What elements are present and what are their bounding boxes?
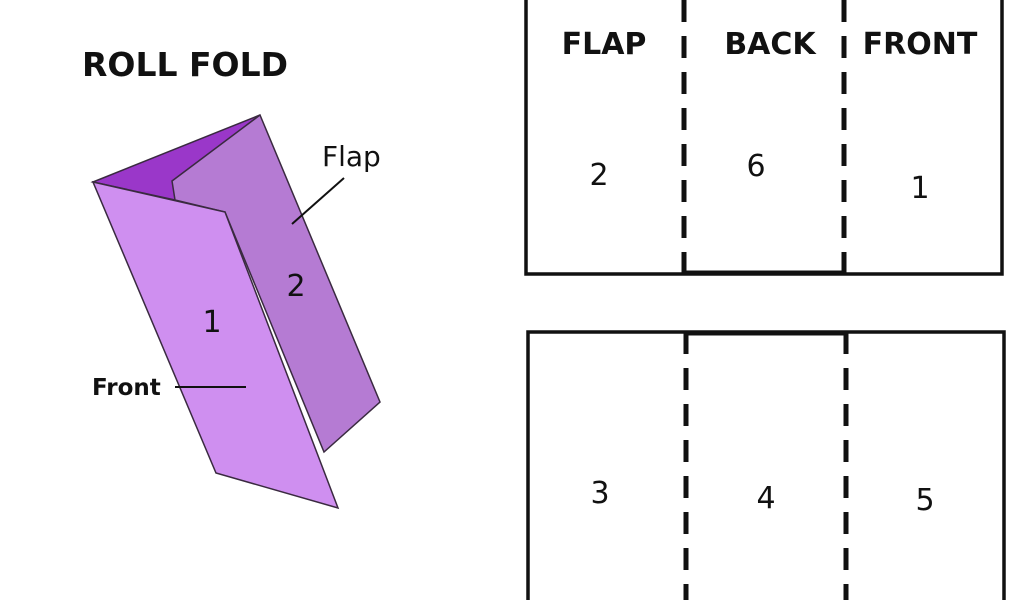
header-flap: FLAP [562, 27, 647, 62]
header-back: BACK [724, 27, 817, 62]
front-panel [91, 180, 340, 510]
outside-layout: FLAP BACK FRONT 2 6 1 [524, 0, 1004, 276]
front-panel-number: 1 [202, 305, 221, 340]
inside-layout: 3 4 5 [526, 330, 1006, 600]
flap-pointer [291, 177, 345, 225]
panel-number: 4 [756, 481, 775, 516]
header-front: FRONT [863, 27, 978, 62]
panel-number: 1 [910, 171, 929, 206]
panel-number: 3 [590, 476, 609, 511]
panel-number: 2 [589, 158, 608, 193]
flap-label: Flap [322, 140, 381, 173]
flap-panel-number: 2 [286, 269, 305, 304]
diagram-title: ROLL FOLD [82, 45, 288, 84]
panel-number: 6 [746, 149, 765, 184]
folded-brochure-illustration: 1 2 Flap Front [90, 113, 381, 510]
panel-number: 5 [915, 483, 934, 518]
front-label: Front [92, 375, 161, 401]
